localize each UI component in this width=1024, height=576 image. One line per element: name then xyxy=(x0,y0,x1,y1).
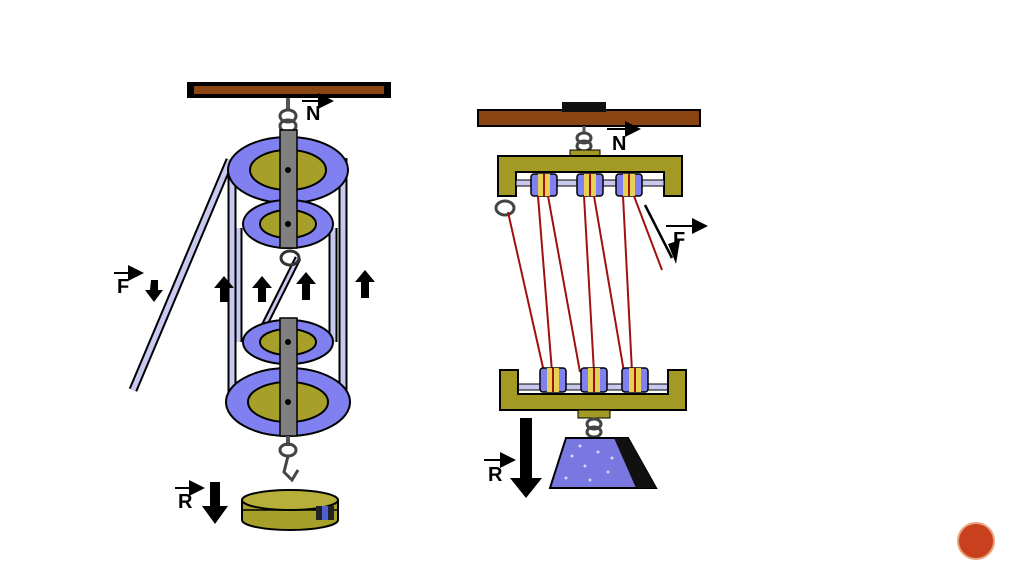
right-bottom-pulley xyxy=(580,367,608,393)
right-label-R: R xyxy=(488,464,503,486)
right-bottom-pulley xyxy=(539,367,567,393)
right-weight-load xyxy=(548,437,658,489)
up-arrow-icon xyxy=(252,276,272,302)
left-pulley-system: F N R xyxy=(114,82,391,531)
right-top-pulley xyxy=(530,173,558,197)
left-label-R: R xyxy=(178,491,193,513)
right-bottom-hook-icon xyxy=(585,417,603,439)
slide-number-badge xyxy=(957,522,995,560)
right-side-hook-icon xyxy=(494,199,516,217)
left-bottom-strap xyxy=(279,317,298,437)
left-middle-hook-icon xyxy=(279,249,301,267)
left-top-strap xyxy=(279,129,298,249)
right-ceiling-beam xyxy=(477,109,701,127)
left-load-arrow-icon xyxy=(202,482,228,524)
left-label-F: F xyxy=(117,276,129,298)
right-top-pulley xyxy=(615,173,643,197)
left-label-N: N xyxy=(306,103,320,125)
left-bottom-hook-icon xyxy=(278,436,300,483)
left-top-hook-icon xyxy=(278,98,298,134)
up-arrow-icon xyxy=(355,270,375,298)
left-force-arrow-icon xyxy=(145,280,163,302)
right-top-pulley xyxy=(576,173,604,197)
right-top-hook-icon xyxy=(575,126,593,153)
right-label-F: F xyxy=(673,229,685,251)
up-arrow-icon xyxy=(296,272,316,300)
right-bottom-pulley xyxy=(621,367,649,393)
right-force-arrow-icon xyxy=(643,204,680,264)
up-arrow-icon xyxy=(214,276,234,302)
right-label-N: N xyxy=(612,133,626,155)
right-pulley-system: N xyxy=(477,102,708,498)
left-weight-load xyxy=(241,489,339,531)
right-load-arrow-icon xyxy=(510,418,542,498)
right-red-ropes xyxy=(507,195,663,373)
